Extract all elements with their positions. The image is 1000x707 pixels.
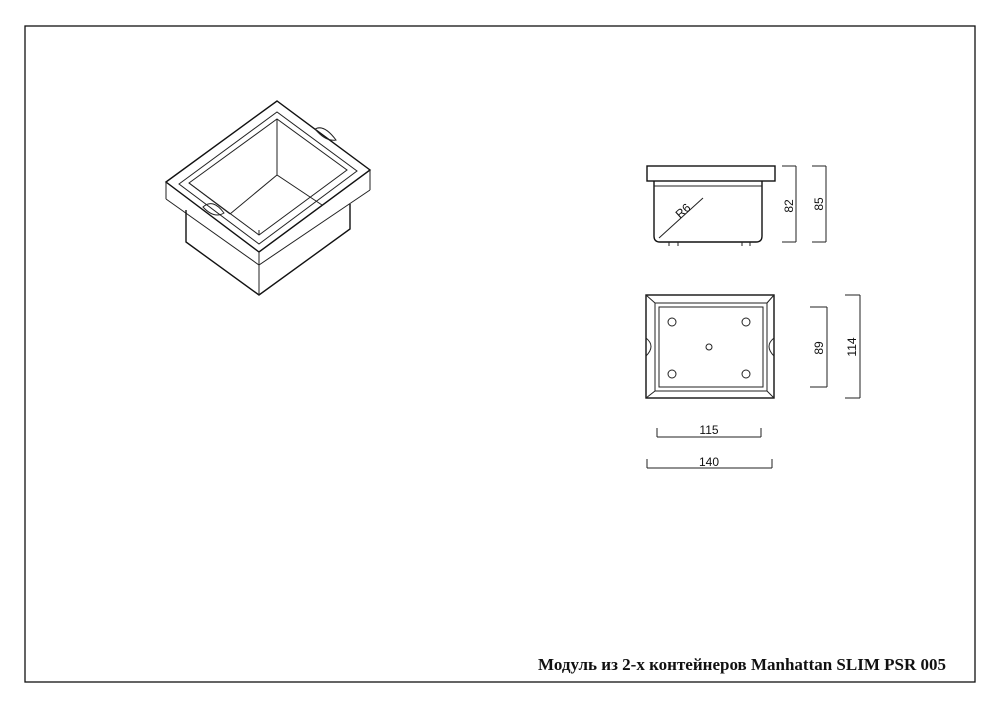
- height-dimension-lines: [782, 165, 827, 243]
- drawing-title: Модуль из 2-х контейнеров Manhattan SLIM…: [538, 655, 946, 674]
- outer-depth-label: 114: [845, 337, 859, 356]
- front-view: [646, 165, 776, 246]
- drawing-frame: [24, 25, 976, 683]
- depth-dimension-lines: [810, 294, 861, 399]
- radius-label: R6: [673, 200, 694, 221]
- outer-height-label: 85: [812, 197, 826, 211]
- width-dimension-lines: [646, 428, 773, 469]
- inner-width-label: 115: [699, 423, 718, 437]
- top-view: [645, 294, 775, 399]
- inner-height-label: 82: [782, 199, 796, 213]
- inner-depth-label: 89: [812, 341, 826, 355]
- outer-width-label: 140: [699, 455, 719, 469]
- isometric-view: [164, 100, 372, 296]
